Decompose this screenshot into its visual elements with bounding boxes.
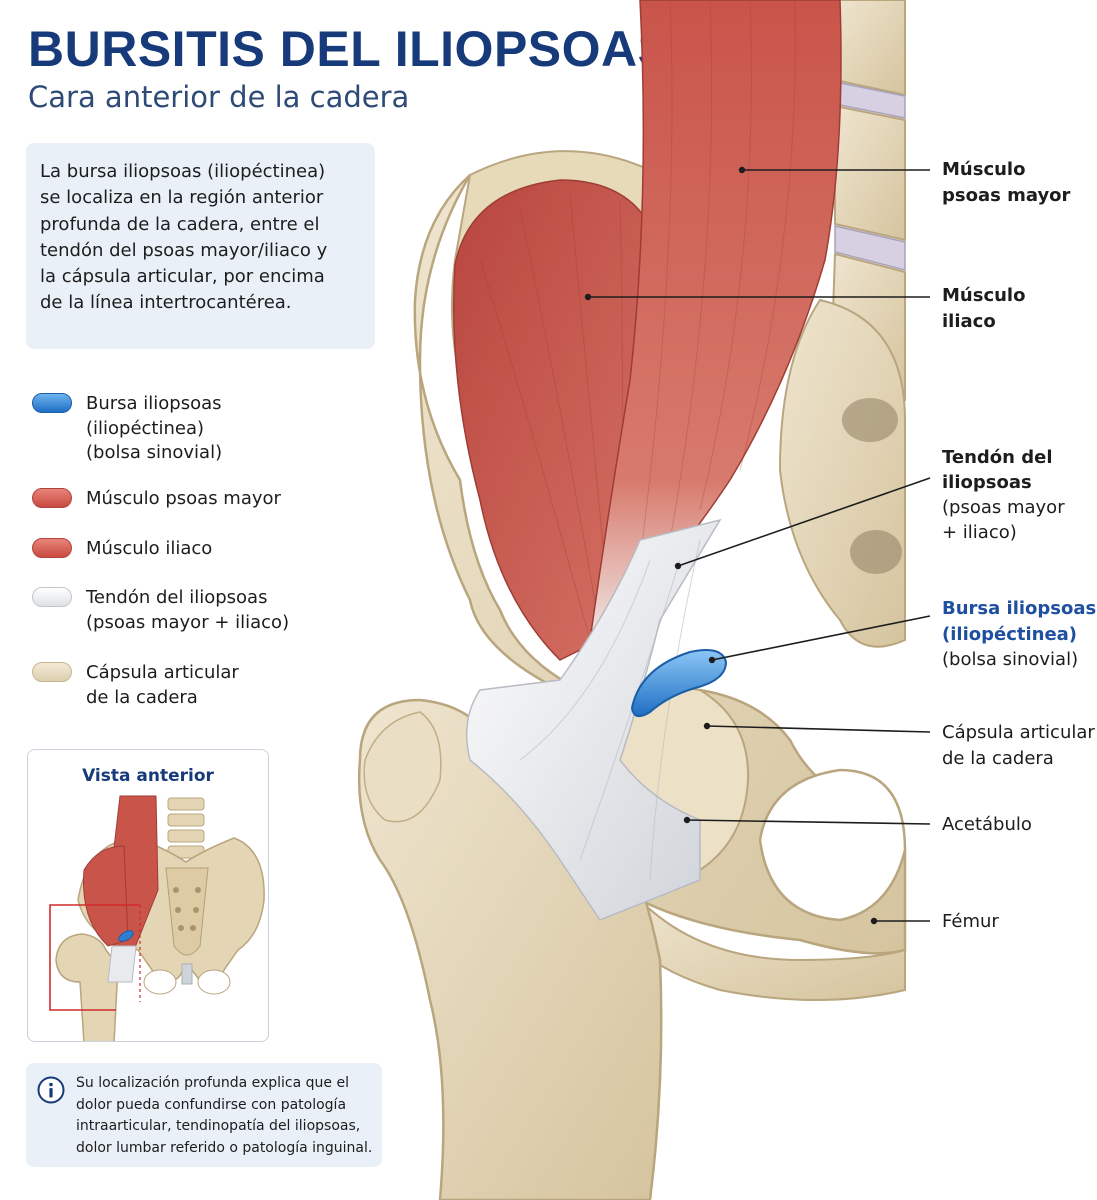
info-line: dolor lumbar referido o patología inguin… bbox=[76, 1139, 373, 1156]
iliopsoas-bursa bbox=[630, 649, 728, 718]
page-title: BURSITIS DEL ILIOPSOAS bbox=[28, 21, 672, 77]
leader-dots bbox=[584, 166, 878, 925]
label-line: Bursa iliopsoas bbox=[942, 598, 1097, 619]
label-line: (bolsa sinovial) bbox=[942, 649, 1079, 670]
description-text: La bursa iliopsoas (iliopéctinea) se loc… bbox=[40, 159, 365, 317]
legend-item-bursa: Bursa iliopsoas (iliopéctinea) (bolsa si… bbox=[32, 392, 222, 466]
page-subtitle: Cara anterior de la cadera bbox=[28, 80, 410, 114]
info-text: Su localización profunda explica que el … bbox=[76, 1073, 372, 1159]
legend-item-iliaco: Músculo iliaco bbox=[32, 537, 212, 562]
label-psoas-mayor: Músculo psoas mayor bbox=[942, 157, 1070, 208]
label-capsula: Cápsula articular de la cadera bbox=[942, 720, 1095, 771]
legend-swatch-psoas bbox=[32, 488, 72, 508]
label-line: + iliaco) bbox=[942, 522, 1017, 543]
label-line: (iliopéctinea) bbox=[942, 623, 1078, 645]
description-line: La bursa iliopsoas (iliopéctinea) bbox=[40, 161, 326, 182]
label-femur: Fémur bbox=[942, 909, 999, 935]
description-line: de la línea intertrocantérea. bbox=[40, 292, 292, 314]
label-tendon: Tendón del iliopsoas (psoas mayor + ilia… bbox=[942, 445, 1065, 545]
label-line: Músculo bbox=[942, 159, 1026, 180]
leader-lines bbox=[588, 169, 931, 922]
legend-label: (bolsa sinovial) bbox=[86, 442, 223, 463]
inset-pelvis-illustration bbox=[49, 795, 265, 1041]
legend-label: Músculo psoas mayor bbox=[86, 488, 281, 509]
legend-label: de la cadera bbox=[86, 686, 198, 708]
label-line: Fémur bbox=[942, 911, 999, 932]
label-line: de la cadera bbox=[942, 747, 1054, 769]
legend-label: (iliopéctinea) bbox=[86, 417, 205, 439]
info-icon bbox=[37, 1076, 65, 1104]
label-line: Músculo bbox=[942, 285, 1026, 306]
info-line: Su localización profunda explica que el bbox=[76, 1075, 349, 1091]
description-line: profunda de la cadera, entre el bbox=[40, 213, 320, 235]
psoas-fibers bbox=[639, 0, 796, 561]
info-line: intraarticular, tendinopatía del iliopso… bbox=[76, 1118, 361, 1134]
description-box: La bursa iliopsoas (iliopéctinea) se loc… bbox=[26, 143, 375, 349]
legend-label: Cápsula articular bbox=[86, 662, 239, 683]
info-line: dolor pueda confundirse con patología bbox=[76, 1096, 347, 1113]
label-line: iliopsoas bbox=[942, 472, 1032, 493]
legend-swatch-bursa bbox=[32, 393, 72, 413]
info-box: Su localización profunda explica que el … bbox=[26, 1063, 382, 1167]
tendon-fibers bbox=[519, 539, 701, 881]
legend-swatch-capsula bbox=[32, 662, 72, 682]
label-line: Cápsula articular bbox=[942, 722, 1095, 743]
label-line: iliaco bbox=[942, 310, 996, 332]
label-line: Tendón del bbox=[942, 447, 1053, 468]
legend-swatch-tendon bbox=[32, 587, 72, 607]
description-line: la cápsula articular, por encima bbox=[40, 266, 325, 288]
label-line: (psoas mayor bbox=[942, 497, 1065, 518]
inset-title: Vista anterior bbox=[82, 766, 214, 786]
legend-item-psoas: Músculo psoas mayor bbox=[32, 487, 281, 512]
label-line: psoas mayor bbox=[942, 184, 1071, 206]
legend-label: Tendón del iliopsoas bbox=[86, 587, 268, 608]
label-acetabulo: Acetábulo bbox=[942, 812, 1032, 838]
legend-item-tendon: Tendón del iliopsoas (psoas mayor + ilia… bbox=[32, 586, 289, 635]
label-bursa: Bursa iliopsoas (iliopéctinea) (bolsa si… bbox=[942, 596, 1096, 673]
inset-panel: Vista anterior bbox=[27, 749, 269, 1042]
description-line: se localiza en la región anterior bbox=[40, 187, 324, 209]
description-line: tendón del psoas mayor/iliaco y bbox=[40, 239, 328, 261]
label-iliaco: Músculo iliaco bbox=[942, 283, 1025, 334]
legend-label: Músculo iliaco bbox=[86, 538, 213, 559]
legend-item-capsula: Cápsula articular de la cadera bbox=[32, 661, 239, 710]
legend-label: (psoas mayor + iliaco) bbox=[86, 611, 290, 633]
label-line: Acetábulo bbox=[942, 814, 1032, 835]
legend-label: Bursa iliopsoas bbox=[86, 393, 222, 414]
legend-swatch-iliaco bbox=[32, 538, 72, 558]
